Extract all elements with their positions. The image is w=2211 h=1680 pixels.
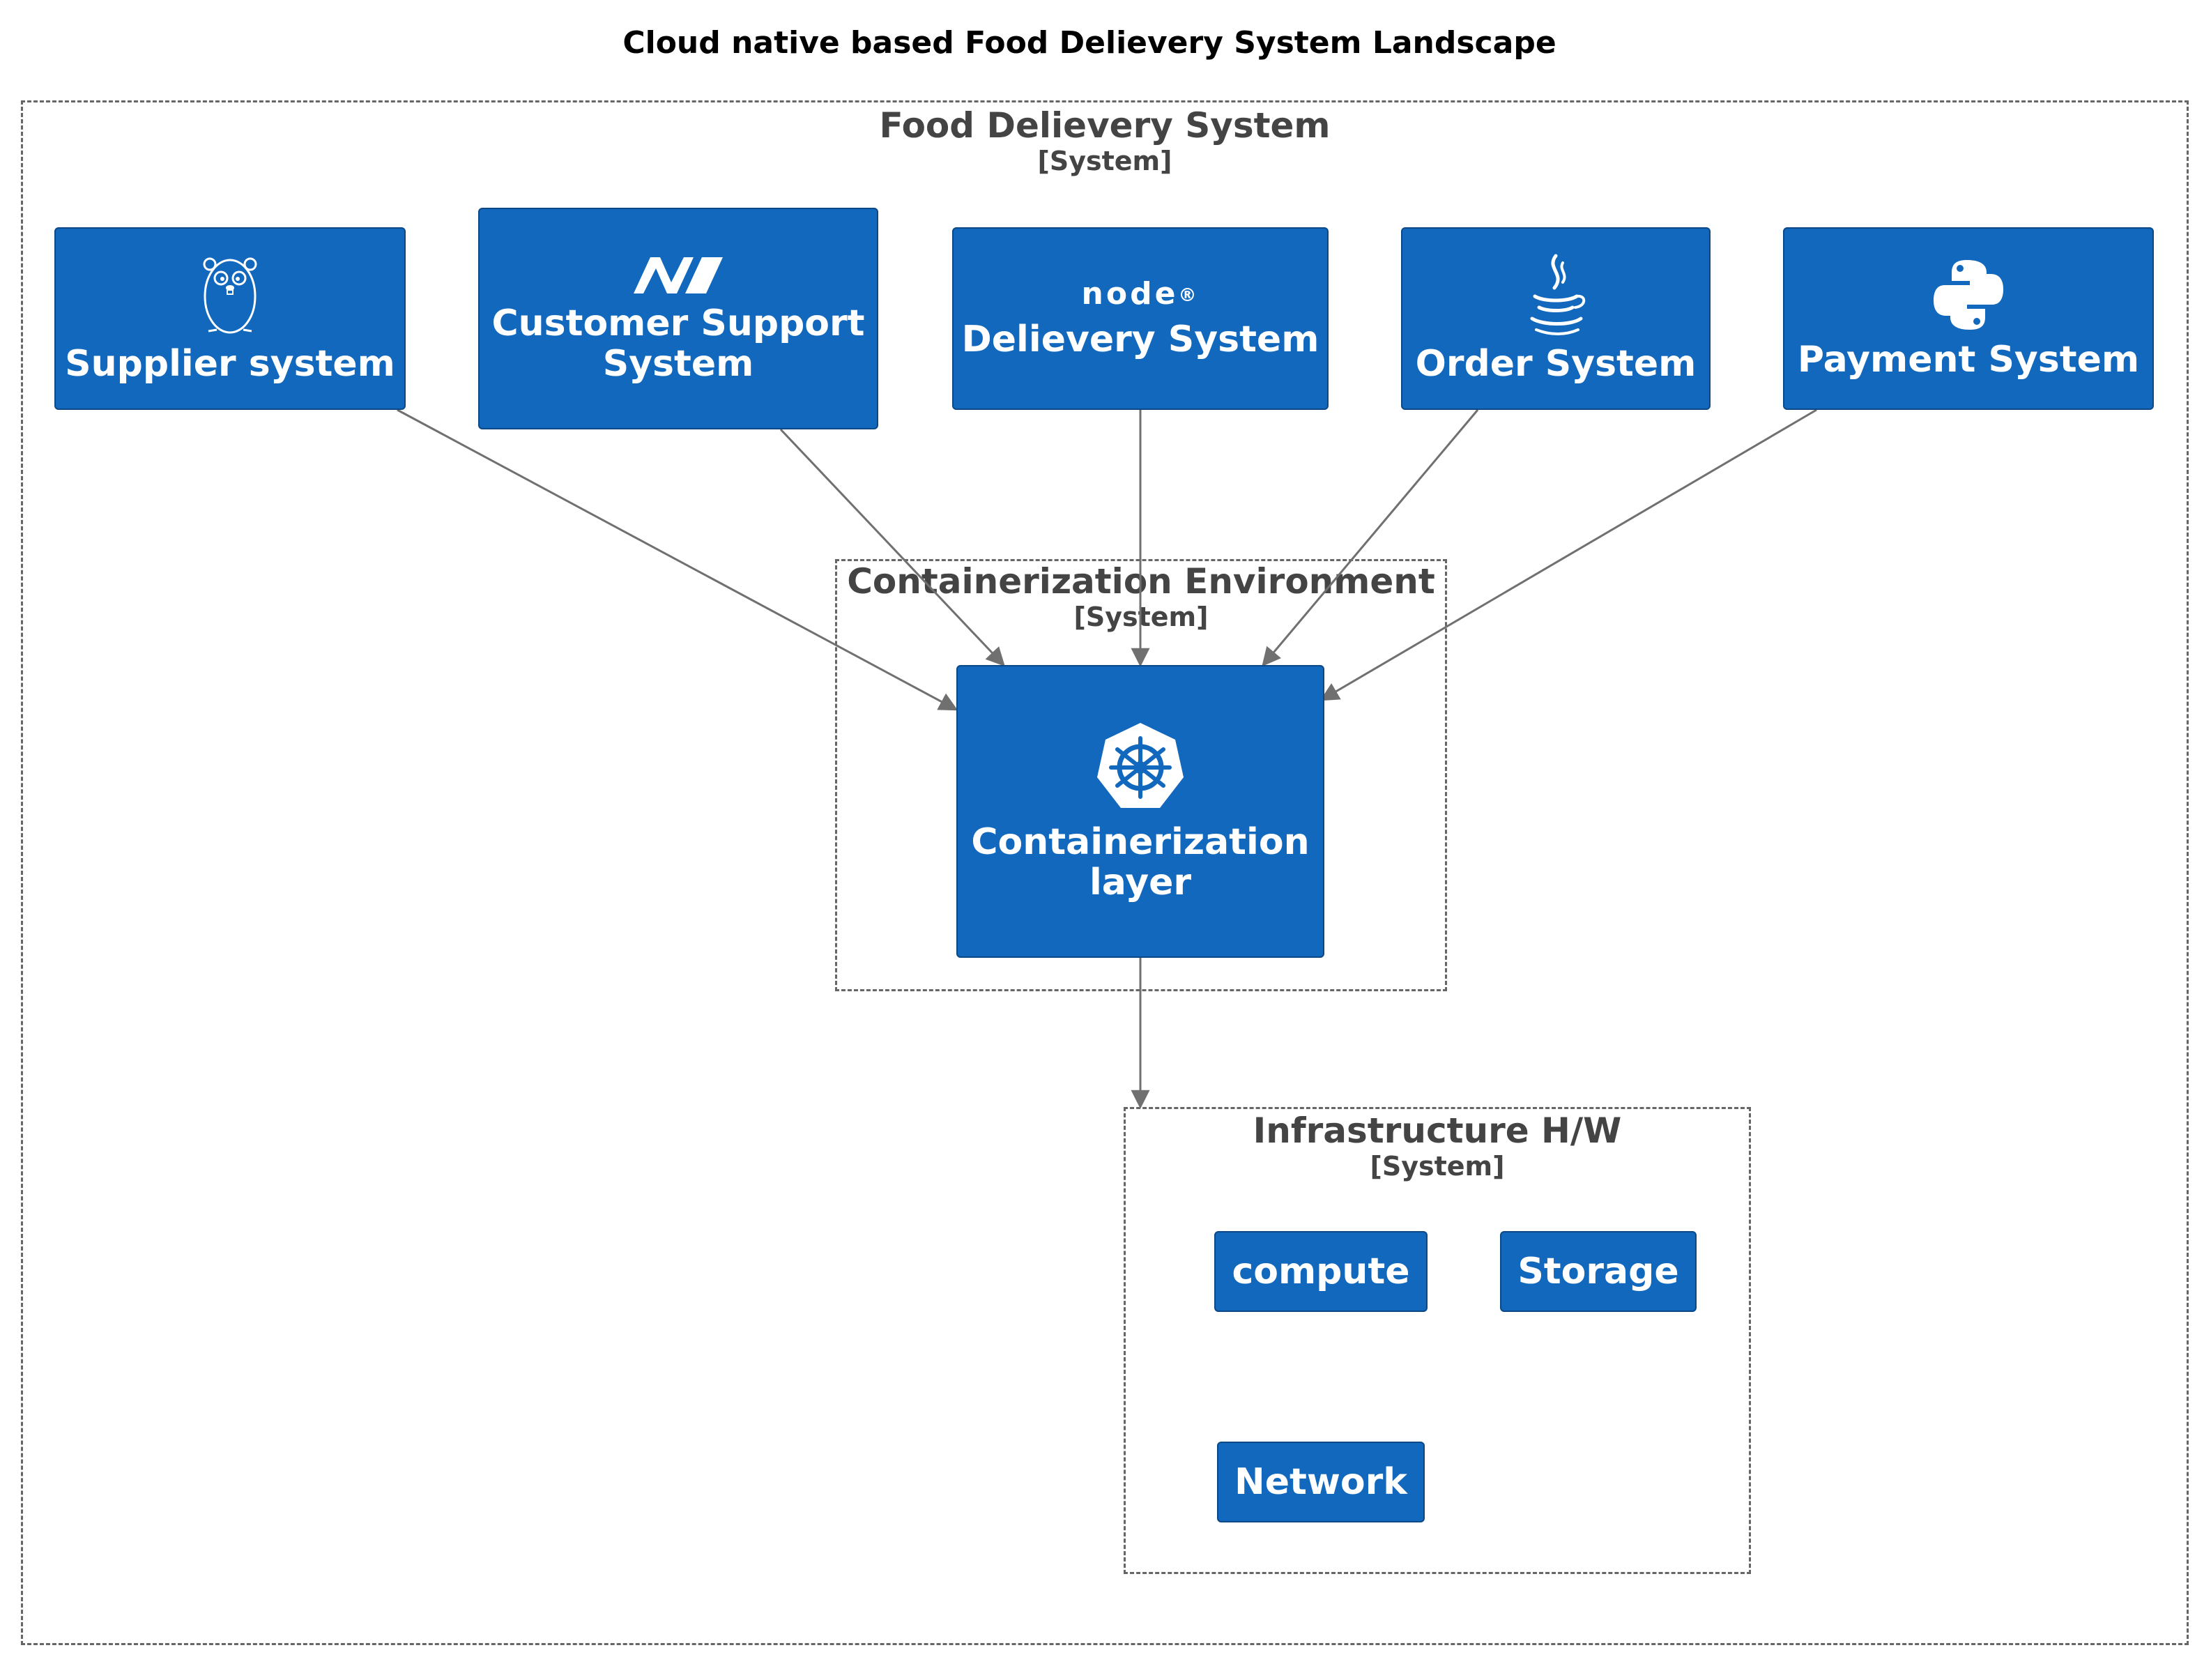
- network-label: Network: [1234, 1461, 1407, 1503]
- containerization-layer-label: Containerization layer: [971, 821, 1310, 903]
- dotnet-icon: [634, 257, 723, 293]
- python-icon: [1934, 260, 2003, 330]
- boundary-type: [System]: [1370, 1151, 1505, 1182]
- delivery-system-label: Delievery System: [961, 319, 1319, 360]
- edge-support-to-containerization: [779, 428, 1005, 666]
- supplier-system-node[interactable]: Supplier system: [54, 227, 406, 410]
- supplier-system-label: Supplier system: [65, 343, 395, 385]
- storage-label: Storage: [1517, 1251, 1679, 1292]
- boundary-title: Food Delievery System: [879, 105, 1331, 146]
- nodejs-icon-text: node: [1081, 276, 1179, 312]
- storage-node[interactable]: Storage: [1500, 1231, 1697, 1312]
- diagram-title: Cloud native based Food Delievery System…: [622, 25, 1556, 61]
- compute-label: compute: [1232, 1251, 1410, 1292]
- nodejs-icon: node®: [1081, 276, 1200, 312]
- food-delivery-boundary: Food Delievery System [System]: [21, 100, 2189, 1645]
- edge-supplier-to-containerization: [397, 408, 958, 711]
- compute-node[interactable]: compute: [1214, 1231, 1428, 1312]
- customer-support-system-label: Customer Support System: [491, 303, 865, 385]
- boundary-title: Infrastructure H/W: [1253, 1110, 1622, 1151]
- payment-system-node[interactable]: Payment System: [1783, 227, 2154, 410]
- delivery-system-node[interactable]: node® Delievery System: [952, 227, 1329, 410]
- infrastructure-boundary: Infrastructure H/W [System]: [1124, 1107, 1751, 1574]
- kubernetes-icon: [1097, 723, 1184, 808]
- containerization-layer-node[interactable]: Containerization layer: [956, 665, 1324, 958]
- java-icon: [1530, 254, 1586, 335]
- edge-order-to-containerization: [1262, 409, 1479, 667]
- payment-system-label: Payment System: [1797, 339, 2140, 381]
- order-system-label: Order System: [1415, 343, 1697, 385]
- network-node[interactable]: Network: [1217, 1442, 1425, 1522]
- order-system-node[interactable]: Order System: [1401, 227, 1711, 410]
- go-gopher-icon: [203, 257, 257, 334]
- edge-payment-to-containerization: [1319, 408, 1817, 701]
- customer-support-system-node[interactable]: Customer Support System: [478, 208, 878, 429]
- boundary-type: [System]: [1037, 146, 1172, 176]
